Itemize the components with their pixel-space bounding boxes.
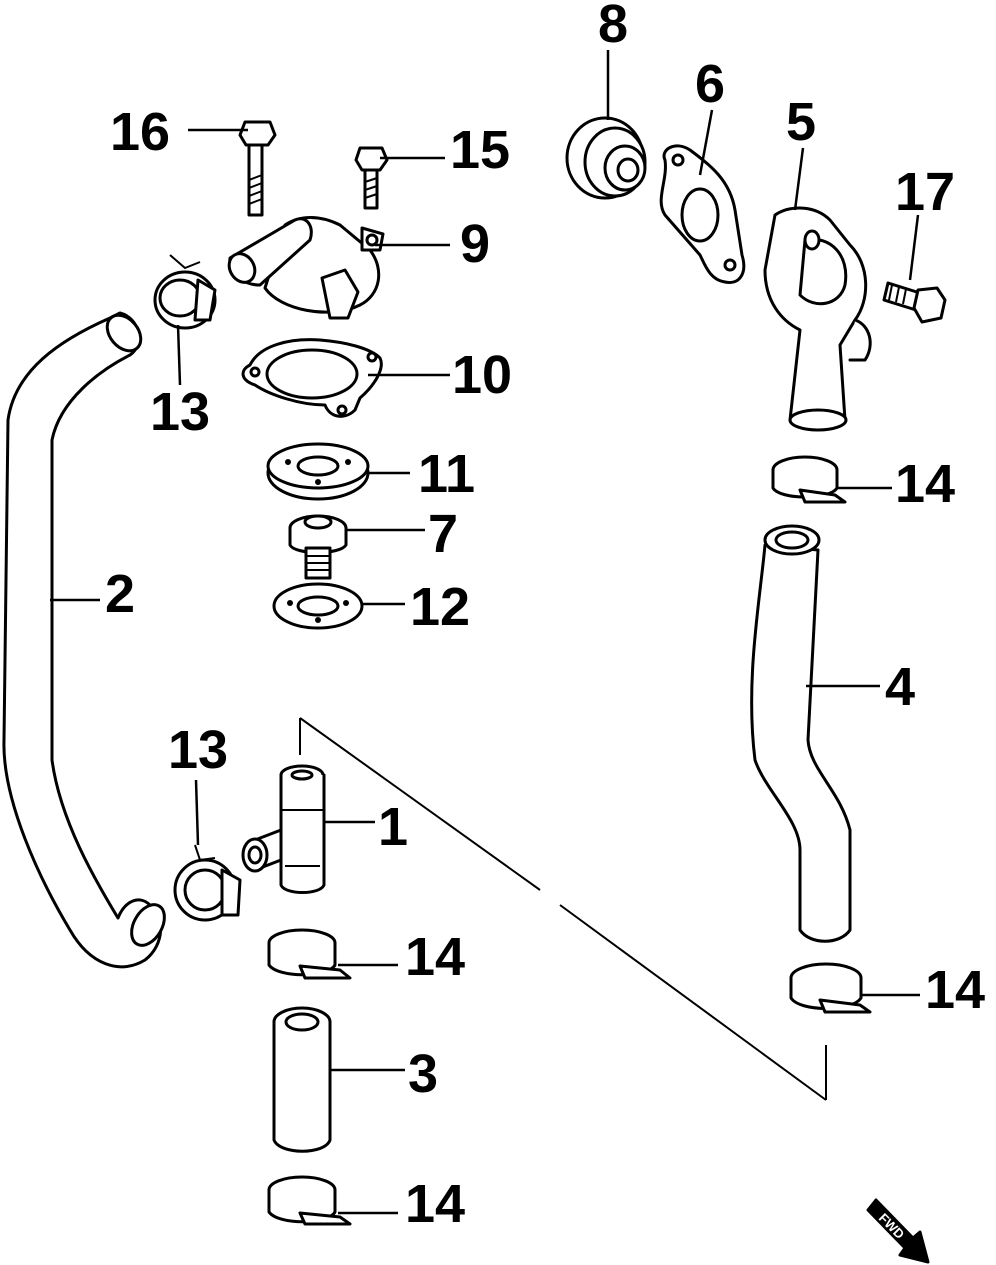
callout-1: 1 <box>378 797 408 857</box>
callout-12: 12 <box>410 577 470 637</box>
hose-part-2 <box>2 311 166 969</box>
leader-lines <box>50 50 920 1215</box>
assembly-bracket-lines <box>299 717 827 1101</box>
bolt-part-16 <box>238 120 277 217</box>
hose-clamp-part-13-top <box>153 254 217 330</box>
bolt-part-17 <box>882 281 947 324</box>
thermostat-cover-part-9 <box>227 216 385 320</box>
callout-7: 7 <box>428 504 458 564</box>
callout-5: 5 <box>786 92 816 152</box>
callout-17: 17 <box>895 162 955 222</box>
valve-part-8 <box>565 116 647 200</box>
callout-14-lower-right: 14 <box>925 960 985 1020</box>
callout-14-middle: 14 <box>405 927 465 987</box>
washer-part-12 <box>272 582 364 630</box>
callout-numbers: 1 2 3 4 5 6 7 8 9 10 11 12 13 13 14 14 1… <box>105 0 985 1234</box>
callout-14-bottom: 14 <box>405 1174 465 1234</box>
callout-2: 2 <box>105 564 135 624</box>
gasket-part-6 <box>659 144 746 285</box>
hose-clamp-part-13-lower <box>173 844 242 922</box>
hose-clamp-part-14-bottom <box>267 1175 352 1226</box>
hose-clamp-part-14-middle <box>267 928 352 980</box>
hose-clamp-part-14-upper-right <box>771 455 847 504</box>
bolt-part-15 <box>354 146 389 210</box>
callout-4: 4 <box>885 657 915 717</box>
callout-8: 8 <box>598 0 628 54</box>
callout-11: 11 <box>418 444 475 504</box>
hose-clamp-part-14-lower-right <box>789 962 872 1014</box>
hose-part-3 <box>272 1006 332 1153</box>
callout-3: 3 <box>408 1044 438 1104</box>
hose-part-4 <box>750 524 852 943</box>
callout-15: 15 <box>450 120 510 180</box>
callout-14-upper-right: 14 <box>895 454 955 514</box>
gasket-part-10 <box>241 338 383 418</box>
seal-ring-part-11 <box>266 442 370 501</box>
callout-16: 16 <box>110 102 170 162</box>
fwd-arrow-icon: FWD <box>866 1198 930 1264</box>
callout-9: 9 <box>460 214 490 274</box>
water-outlet-part-5 <box>763 206 872 432</box>
callout-13-top: 13 <box>150 382 210 442</box>
callout-10: 10 <box>452 345 512 405</box>
t-joint-part-1 <box>241 764 326 894</box>
callout-13-lower: 13 <box>168 720 228 780</box>
callout-6: 6 <box>695 54 725 114</box>
thermostat-part-7 <box>288 514 348 580</box>
